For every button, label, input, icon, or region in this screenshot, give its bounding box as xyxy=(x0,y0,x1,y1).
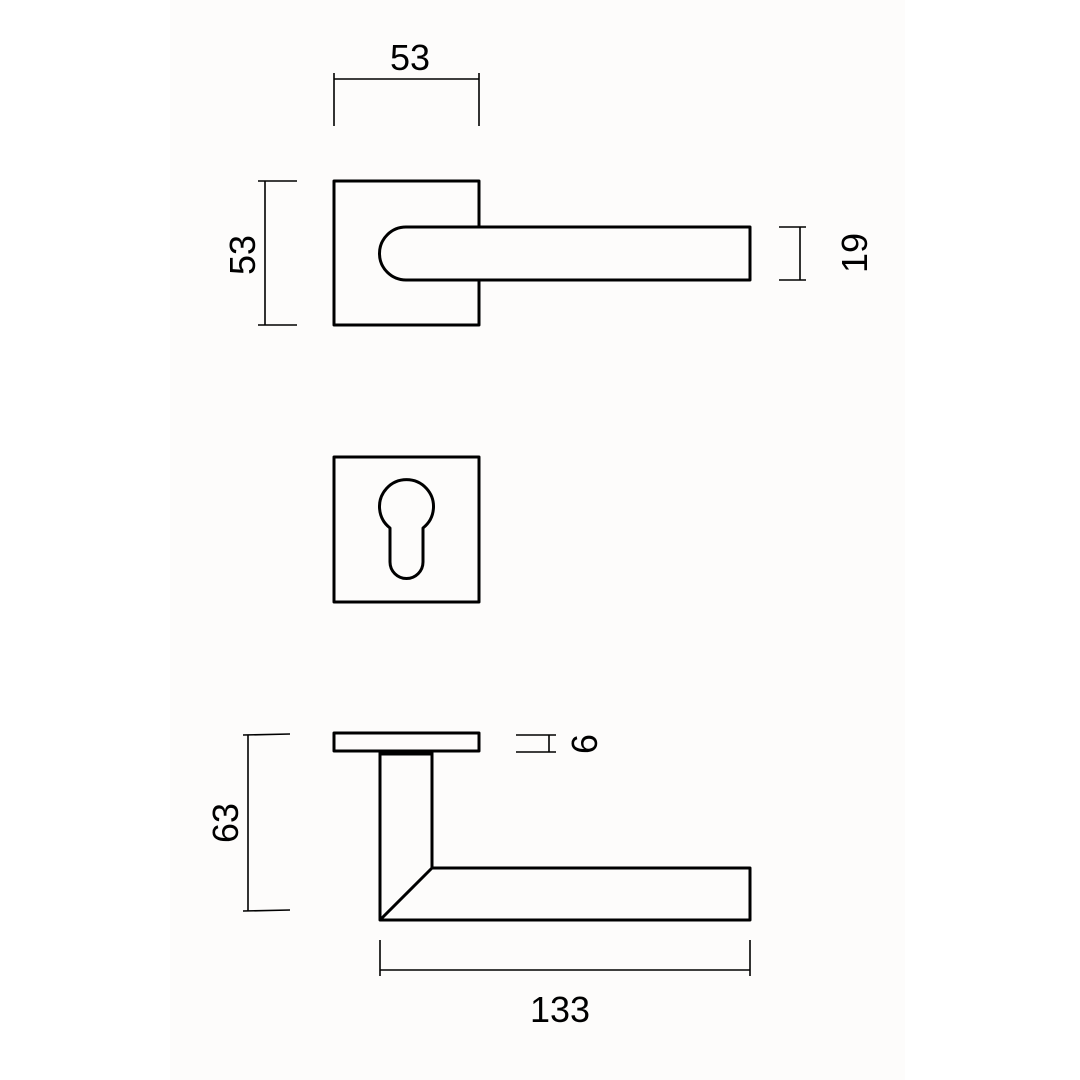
dim-rosette-depth: 6 xyxy=(516,734,605,754)
dim-lever-thickness: 19 xyxy=(779,226,875,281)
keyhole-escutcheon xyxy=(332,455,481,604)
escutcheon-square xyxy=(332,455,481,604)
dim-label-lever-thickness: 19 xyxy=(834,233,875,273)
dim-label-handle-projection: 63 xyxy=(205,803,246,843)
lever-front xyxy=(378,225,752,282)
dim-label-rosette-depth: 6 xyxy=(564,734,605,754)
lever-side xyxy=(378,751,752,922)
front-view-handle xyxy=(332,179,752,327)
dim-handle-projection: 63 xyxy=(205,733,291,912)
dim-label-handle-length: 133 xyxy=(530,989,590,1030)
paper-background xyxy=(170,0,905,1080)
dim-label-rosette-width: 53 xyxy=(390,37,430,78)
dim-label-rosette-height: 53 xyxy=(222,235,263,275)
side-view-handle xyxy=(332,731,752,922)
dim-rosette-width: 53 xyxy=(333,37,480,126)
dim-rosette-height: 53 xyxy=(222,180,297,326)
rosette-side xyxy=(332,731,481,753)
keyhole-icon xyxy=(378,478,435,580)
dim-handle-length: 133 xyxy=(379,940,751,1030)
